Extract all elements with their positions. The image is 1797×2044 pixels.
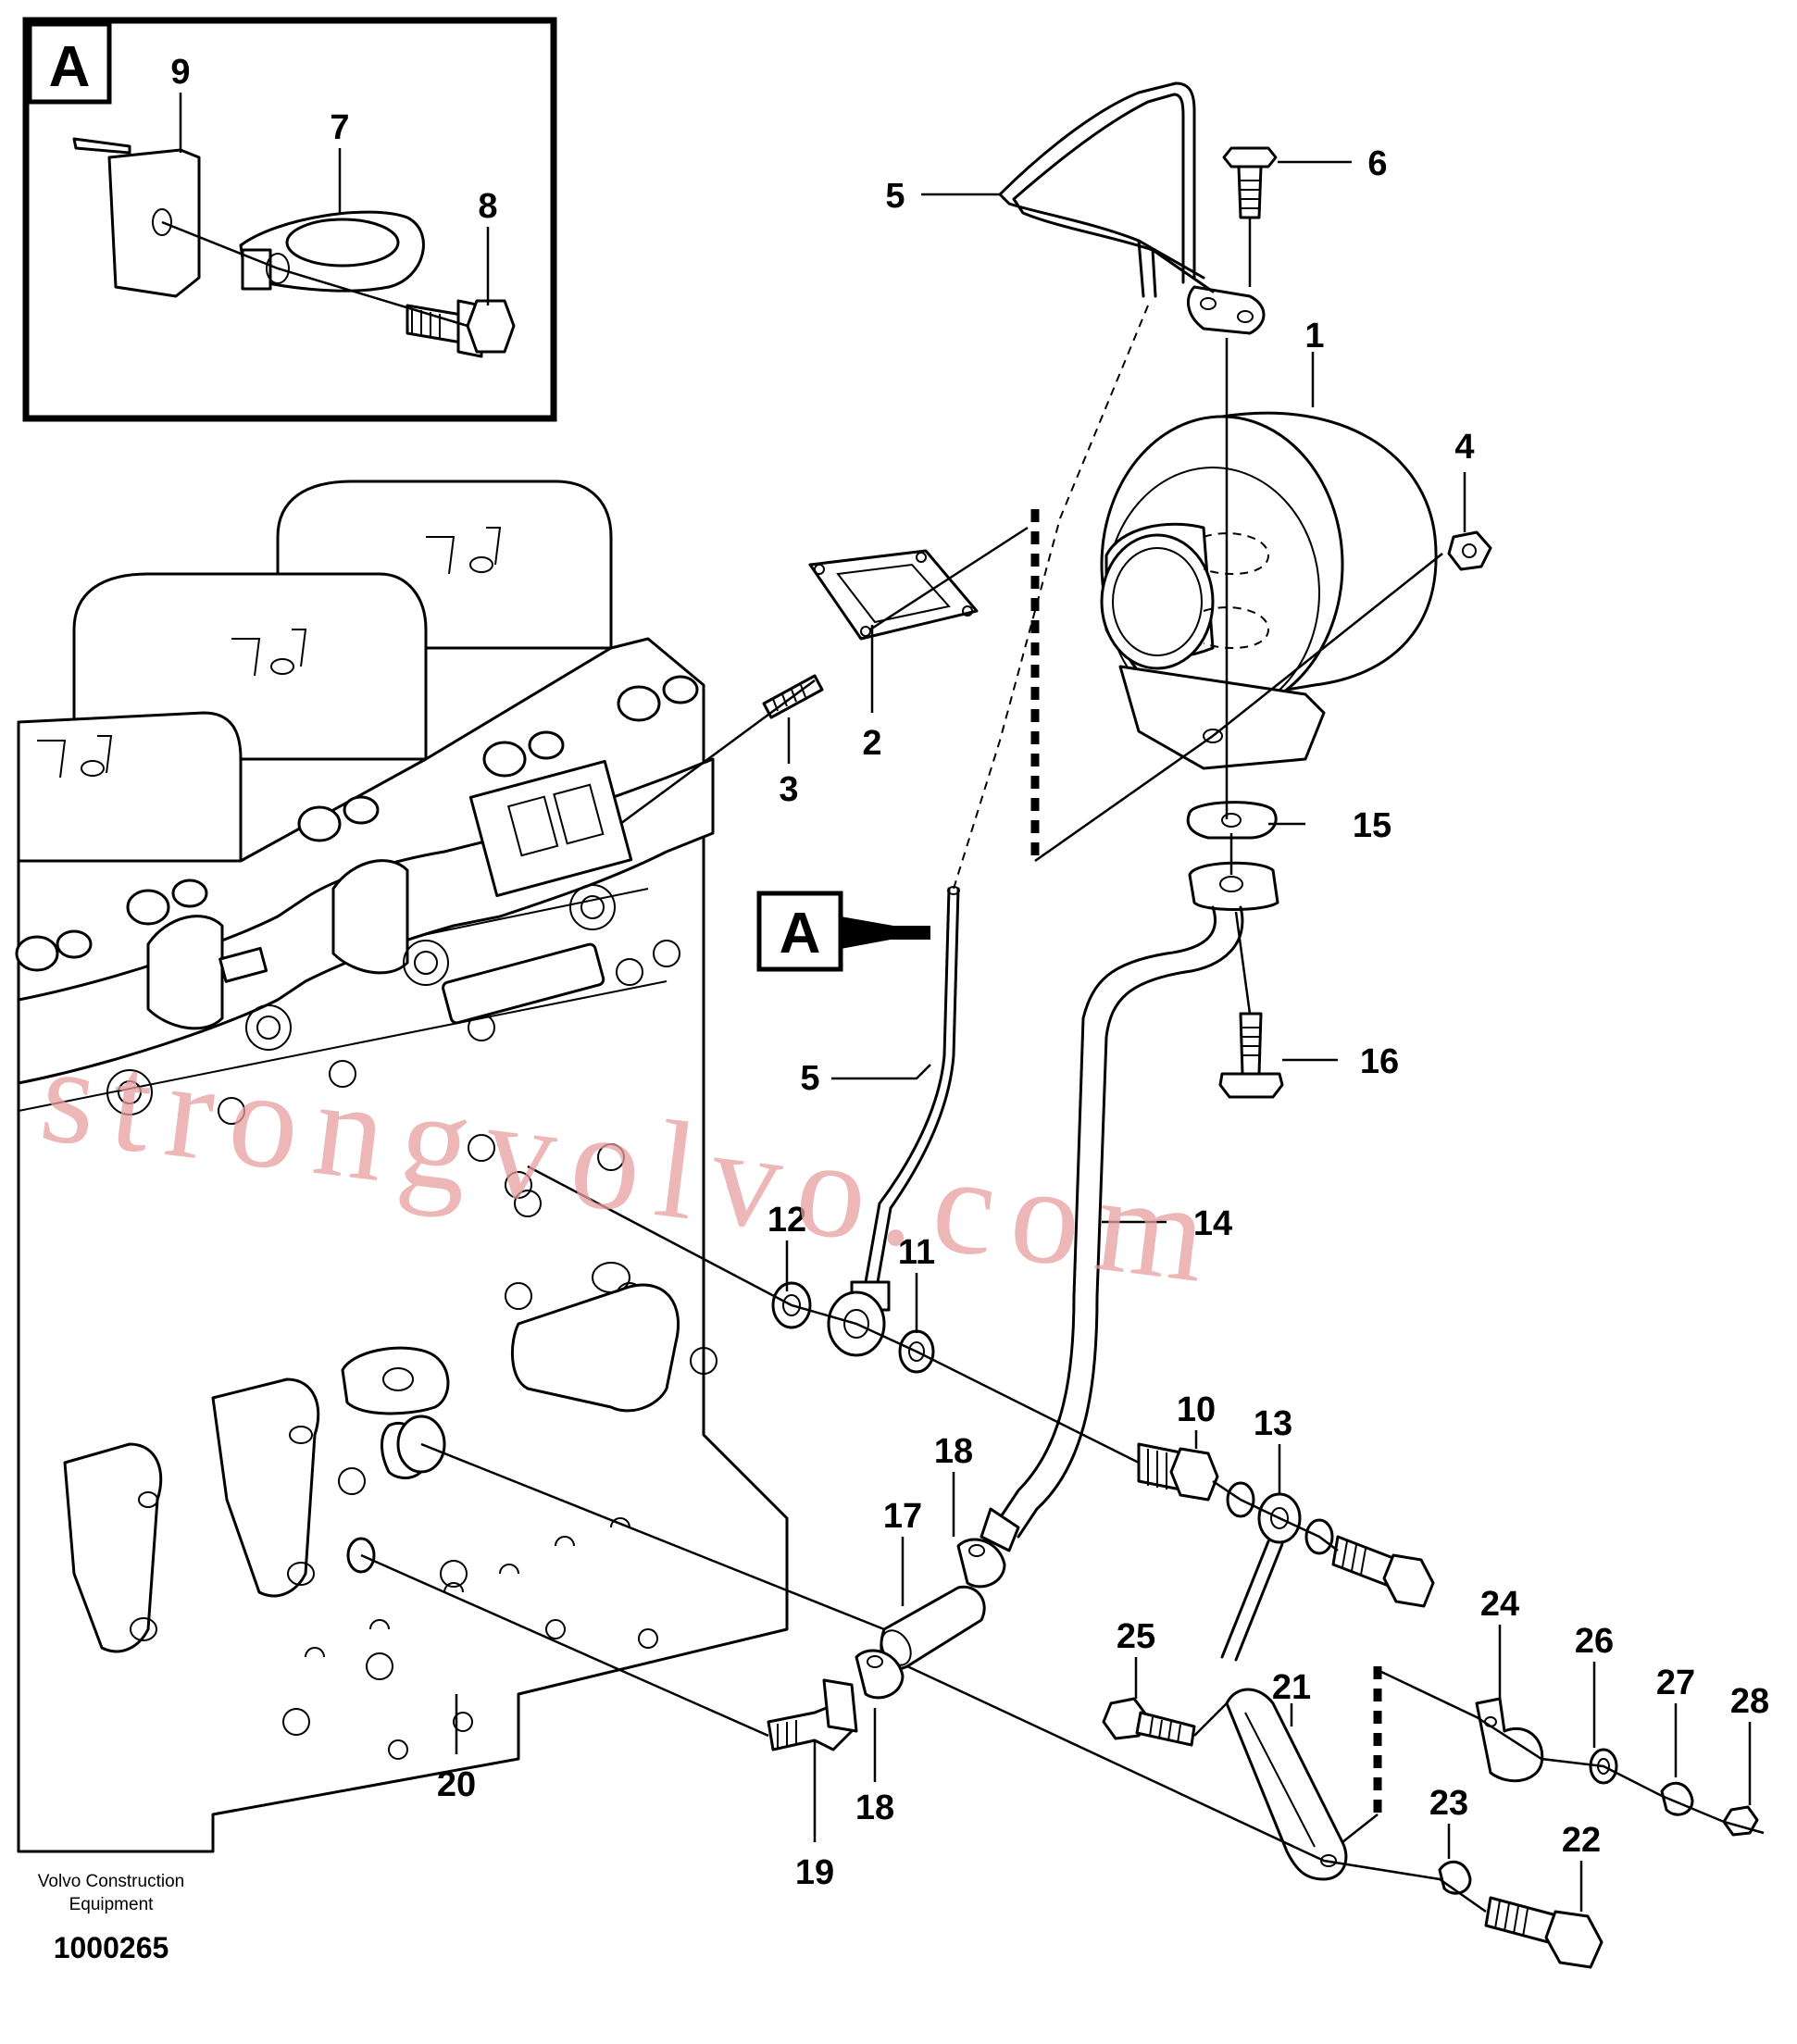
callout-6: 6 bbox=[1367, 144, 1387, 183]
callout-numbers: 1 2 3 4 5 5 6 7 8 9 10 11 12 13 14 15 16… bbox=[170, 53, 1769, 1892]
lock-washer-27 bbox=[1660, 1781, 1694, 1816]
banjo-13 bbox=[1220, 1492, 1302, 1662]
view-marker-label: A bbox=[780, 902, 821, 966]
bracket-21 bbox=[1225, 1688, 1348, 1881]
callout-4: 4 bbox=[1454, 428, 1474, 467]
hose-clamp-18-bottom bbox=[855, 1649, 905, 1700]
callout-18-top: 18 bbox=[934, 1432, 973, 1471]
elbow-19 bbox=[767, 1678, 858, 1751]
oil-return-pipe-14 bbox=[980, 861, 1279, 1552]
callout-19: 19 bbox=[795, 1853, 834, 1892]
bolt-22 bbox=[1484, 1896, 1604, 1969]
callout-17: 17 bbox=[883, 1497, 922, 1536]
document-number: 1000265 bbox=[54, 1931, 169, 1964]
callout-3: 3 bbox=[779, 770, 798, 809]
inset-label: A bbox=[49, 35, 91, 99]
callout-26: 26 bbox=[1575, 1622, 1614, 1661]
callout-10: 10 bbox=[1177, 1390, 1216, 1429]
gasket-15 bbox=[1186, 801, 1278, 840]
callout-5-top: 5 bbox=[885, 177, 905, 216]
callout-18-bottom: 18 bbox=[855, 1788, 894, 1827]
callout-13: 13 bbox=[1254, 1404, 1292, 1443]
inset-detail-a: A bbox=[22, 17, 557, 422]
callout-20: 20 bbox=[437, 1765, 476, 1804]
callout-27: 27 bbox=[1656, 1664, 1695, 1702]
engine-block bbox=[15, 480, 789, 1853]
oil-feed-pipe-5-top bbox=[998, 81, 1215, 298]
banjo-bolt bbox=[1331, 1535, 1435, 1608]
callout-12: 12 bbox=[767, 1201, 806, 1240]
brand-line-2: Equipment bbox=[69, 1895, 155, 1914]
callout-22: 22 bbox=[1562, 1821, 1601, 1860]
bolt-16 bbox=[1218, 1012, 1284, 1099]
callout-24: 24 bbox=[1480, 1585, 1519, 1624]
gasket-2 bbox=[808, 549, 979, 641]
hose-clamp-18-top bbox=[956, 1538, 1006, 1589]
callout-2: 2 bbox=[862, 724, 881, 763]
alignment-lines bbox=[360, 218, 1765, 1913]
bolt-6 bbox=[1222, 146, 1278, 219]
callout-5-lower: 5 bbox=[800, 1059, 819, 1098]
callout-9: 9 bbox=[170, 53, 190, 92]
callout-14: 14 bbox=[1193, 1204, 1232, 1243]
callout-1: 1 bbox=[1304, 317, 1324, 355]
callout-23: 23 bbox=[1429, 1784, 1468, 1823]
view-marker-a: A bbox=[756, 891, 930, 972]
footer: Volvo Construction Equipment 1000265 bbox=[38, 1872, 184, 1964]
callout-16: 16 bbox=[1360, 1042, 1399, 1081]
callout-15: 15 bbox=[1353, 806, 1391, 845]
callout-25: 25 bbox=[1117, 1617, 1155, 1656]
brand-line-1: Volvo Construction bbox=[38, 1872, 184, 1891]
callout-28: 28 bbox=[1730, 1682, 1769, 1721]
nut-4 bbox=[1447, 530, 1492, 571]
clip-24 bbox=[1475, 1697, 1544, 1783]
oil-feed-flange bbox=[1186, 285, 1266, 335]
turbocharger bbox=[1100, 411, 1438, 770]
callout-8: 8 bbox=[478, 187, 497, 226]
bolt-25 bbox=[1102, 1697, 1196, 1747]
callout-11: 11 bbox=[898, 1233, 935, 1272]
adapter-10 bbox=[1137, 1442, 1219, 1502]
callout-7: 7 bbox=[330, 108, 349, 147]
callout-leaders bbox=[455, 160, 1752, 1912]
callout-21: 21 bbox=[1272, 1668, 1311, 1707]
